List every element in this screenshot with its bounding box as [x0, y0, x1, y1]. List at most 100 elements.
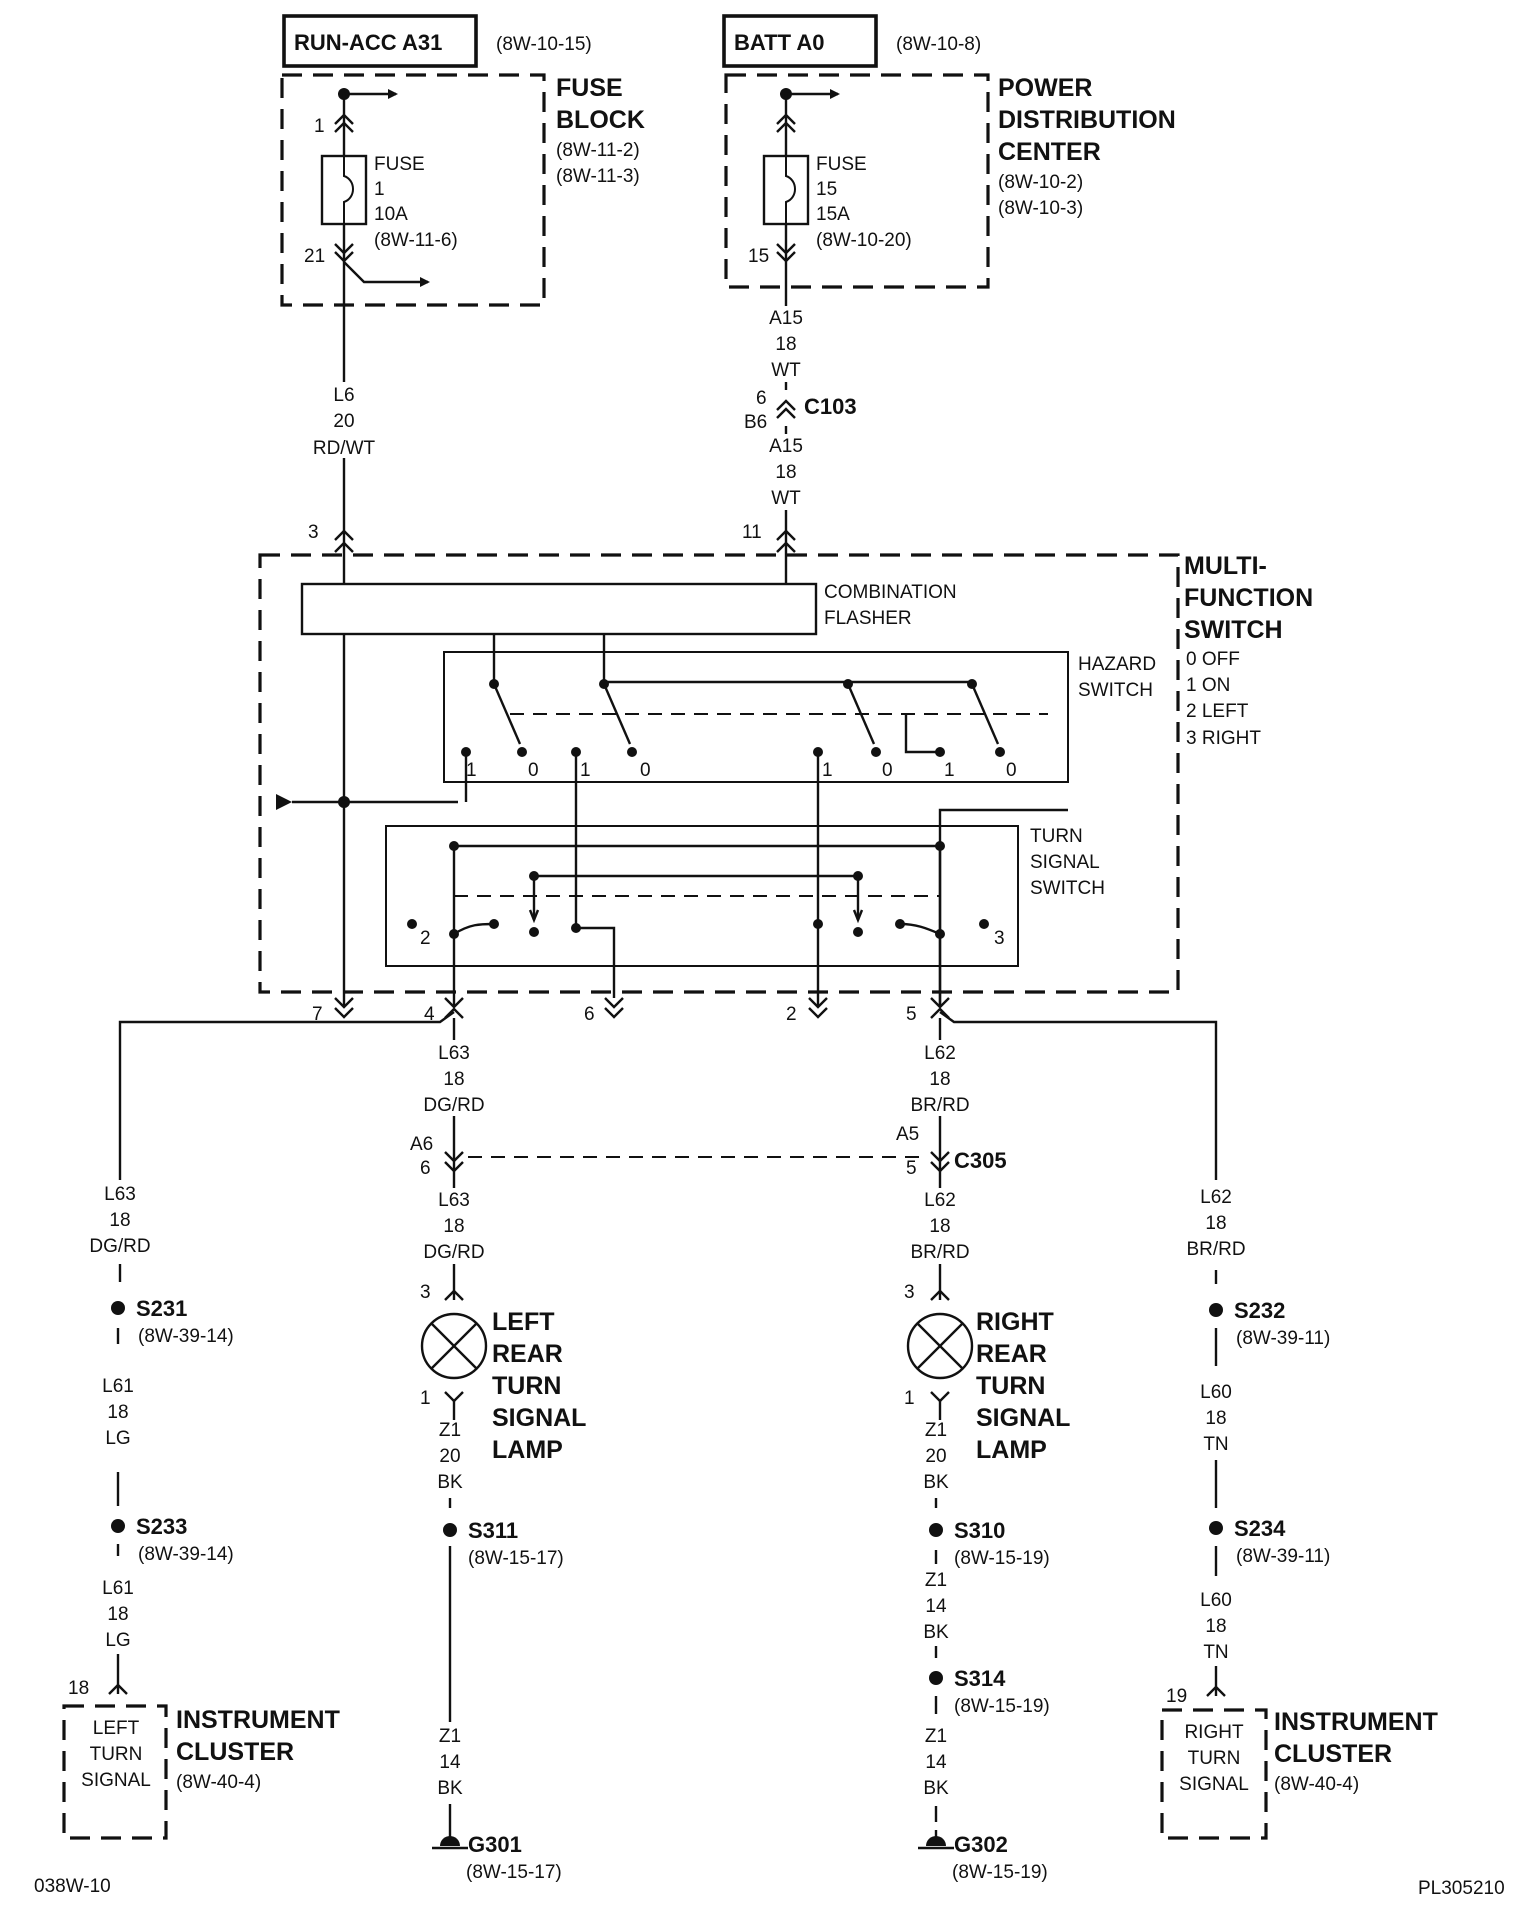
mfs-title-3: SWITCH	[1184, 616, 1283, 644]
fuse-1-rating: 10A	[374, 204, 408, 225]
cluster-left-box-3: SIGNAL	[81, 1770, 151, 1791]
source-run-acc: RUN-ACC A31 (8W-10-15)	[282, 14, 592, 68]
wire-label-l61-a: L61 18 LG	[102, 1376, 134, 1449]
cluster-right-title-1: INSTRUMENT	[1274, 1708, 1438, 1736]
fuse-block: FUSE BLOCK (8W-11-2) (8W-11-3) 1 FUSE 1 …	[280, 73, 645, 560]
mfs-title-1: MULTI-	[1184, 552, 1267, 580]
fuse-15-rating: 15A	[816, 204, 850, 225]
hazard-pos-1a: 1	[466, 760, 477, 781]
cluster-right-box-3: SIGNAL	[1179, 1774, 1249, 1795]
s311-label: S311	[468, 1518, 518, 1543]
wire-label-z1-l1: Z1 20 BK	[437, 1420, 463, 1493]
connector-c305: A6 6 A5 5 C305	[410, 1124, 1007, 1179]
turn-pos-left: 2	[420, 928, 431, 949]
wire-l61-a-color: LG	[105, 1428, 130, 1449]
wire-l61-a-gauge: 18	[107, 1402, 128, 1423]
mfs-pin-3-connector	[334, 529, 354, 553]
pdc-title-1: POWER	[998, 74, 1092, 102]
pdc-pin-15-connector	[776, 243, 796, 263]
wire-l61-b-circuit: L61	[102, 1578, 134, 1599]
right-lamp-label-2: REAR	[976, 1340, 1047, 1368]
s314-label: S314	[954, 1666, 1006, 1691]
fuse-block-title-1: FUSE	[556, 74, 623, 102]
wire-l62-a-gauge: 18	[929, 1069, 950, 1090]
g301-ref: (8W-15-17)	[466, 1862, 562, 1883]
cluster-left-box-2: TURN	[90, 1744, 143, 1765]
wire-label-l62-c: L62 18 BR/RD	[1186, 1180, 1250, 1260]
fuse-1-number: 1	[374, 179, 385, 200]
hazard-label-2: SWITCH	[1078, 680, 1153, 701]
c305-label: C305	[954, 1148, 1007, 1173]
flasher-label-2: FLASHER	[824, 608, 912, 629]
wire-z1-l1-color: BK	[437, 1472, 463, 1493]
mfs-title-2: FUNCTION	[1184, 584, 1313, 612]
wire-label-l60-a: L60 18 TN	[1200, 1382, 1232, 1455]
left-lamp-label-5: LAMP	[492, 1436, 563, 1464]
wire-z1-l1-gauge: 20	[439, 1446, 460, 1467]
left-lamp-label-1: LEFT	[492, 1308, 555, 1336]
wire-a15-top-gauge: 18	[775, 334, 796, 355]
footer-right-code: PL305210	[1418, 1878, 1505, 1899]
wire-label-l63-b: L63 18 DG/RD	[423, 1188, 488, 1264]
source-batt-label: BATT A0	[734, 30, 824, 55]
g302-ref: (8W-15-19)	[952, 1862, 1048, 1883]
wire-z1-r2-circuit: Z1	[925, 1570, 947, 1591]
ground-g301: G301 (8W-15-17)	[432, 1832, 562, 1883]
mfs-pin-11: 11	[742, 522, 762, 543]
instrument-cluster-right: 19 RIGHT TURN SIGNAL INSTRUMENT CLUSTER …	[1160, 1685, 1438, 1840]
wire-label-z1-r1: Z1 20 BK	[923, 1420, 949, 1493]
wire-z1-r1-gauge: 20	[925, 1446, 946, 1467]
cluster-left-title-1: INSTRUMENT	[176, 1706, 340, 1734]
s314-ref: (8W-15-19)	[954, 1696, 1050, 1717]
wire-l6-gauge: 20	[333, 411, 354, 432]
wire-l63-a-circuit: L63	[438, 1043, 470, 1064]
wire-l62-b-color: BR/RD	[910, 1242, 969, 1263]
splice-s234: S234 (8W-39-11)	[1209, 1516, 1330, 1567]
cluster-left-box-1: LEFT	[93, 1718, 140, 1739]
mfs-legend-right: 3 RIGHT	[1186, 728, 1261, 749]
wire-label-z1-r2: Z1 14 BK	[923, 1570, 949, 1643]
wire-z1-r2-gauge: 14	[925, 1596, 947, 1617]
mfs-legend-left: 2 LEFT	[1186, 701, 1249, 722]
wire-a15-bot-gauge: 18	[775, 462, 796, 483]
wire-l62-a-color: BR/RD	[910, 1095, 969, 1116]
wire-l62-c-circuit: L62	[1200, 1187, 1232, 1208]
s231-label: S231	[136, 1296, 187, 1321]
right-rear-turn-signal-lamp: 3 1 RIGHT REAR TURN SIGNAL LAMP	[904, 1264, 1070, 1464]
fuse-15-element	[785, 156, 796, 224]
pdc-title-2: DISTRIBUTION	[998, 106, 1176, 134]
mfs-pin-3: 3	[308, 522, 319, 543]
c103-label: C103	[804, 394, 857, 419]
wire-label-l61-b: L61 18 LG	[102, 1578, 134, 1651]
c103-pin-b: B6	[744, 412, 767, 433]
g301-label: G301	[468, 1832, 522, 1857]
hazard-pos-0d: 0	[1006, 760, 1017, 781]
hazard-pos-0c: 0	[882, 760, 893, 781]
cluster-right-pin: 19	[1166, 1686, 1187, 1707]
wire-l63-a-gauge: 18	[443, 1069, 464, 1090]
wire-z1-r3-circuit: Z1	[925, 1726, 947, 1747]
instrument-cluster-left: 18 LEFT TURN SIGNAL INSTRUMENT CLUSTER (…	[62, 1678, 340, 1840]
fuse-block-title-2: BLOCK	[556, 106, 645, 134]
wire-z1-r3-color: BK	[923, 1778, 949, 1799]
fuse-1-ref: (8W-11-6)	[374, 230, 458, 251]
right-lamp-pin-bottom: 1	[904, 1388, 915, 1409]
fuse-15-label: FUSE	[816, 154, 867, 175]
wire-l60-b-gauge: 18	[1205, 1616, 1226, 1637]
wire-l6-circuit: L6	[333, 385, 354, 406]
fuse-15-ref: (8W-10-20)	[816, 230, 912, 251]
hazard-pos-1c: 1	[822, 760, 833, 781]
s232-ref: (8W-39-11)	[1236, 1328, 1330, 1349]
wire-label-l62-b: L62 18 BR/RD	[910, 1188, 974, 1264]
wire-l63-c-circuit: L63	[104, 1184, 136, 1205]
wire-z1-l2-color: BK	[437, 1778, 463, 1799]
wire-l60-a-gauge: 18	[1205, 1408, 1226, 1429]
c305-right-pin-b: 5	[906, 1158, 917, 1179]
hazard-pos-0b: 0	[640, 760, 651, 781]
wire-l61-b-color: LG	[105, 1630, 130, 1651]
splice-s314: S314 (8W-15-19)	[929, 1666, 1050, 1717]
cluster-left-ref: (8W-40-4)	[176, 1772, 261, 1793]
mfs-pin-2-connector	[808, 997, 828, 1019]
splice-s233: S233 (8W-39-14)	[111, 1514, 234, 1565]
pdc-ref-1: (8W-10-2)	[998, 172, 1083, 193]
